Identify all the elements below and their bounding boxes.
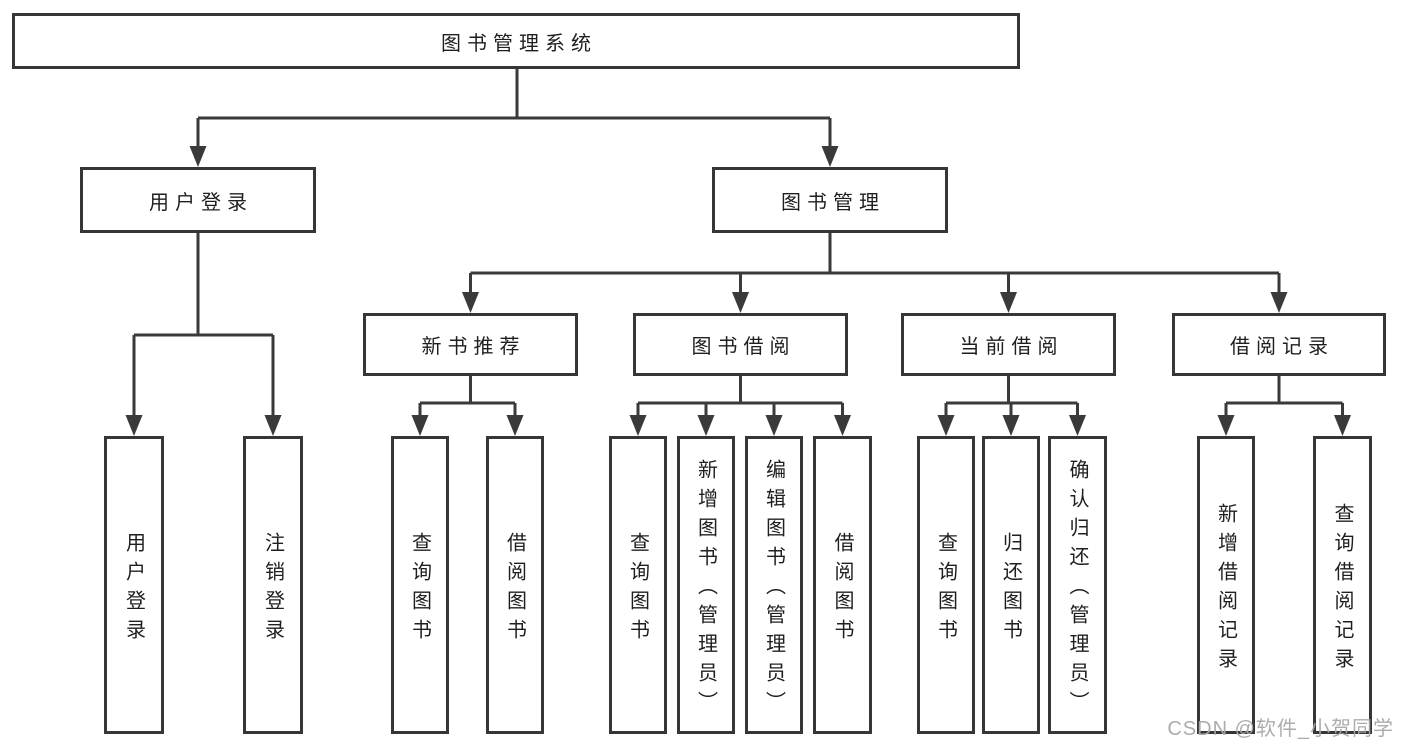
node-br-add-record: 新增借阅记录 [1197, 436, 1255, 734]
node-cb-confirm-return-admin: 确认归还（管理员） [1048, 436, 1107, 734]
node-cb-query-books: 查询图书 [917, 436, 975, 734]
node-cb-return-books: 归还图书 [982, 436, 1040, 734]
node-current-borrowing: 当前借阅 [901, 313, 1116, 376]
csdn-watermark: CSDN @软件_小贺同学 [1167, 718, 1394, 740]
node-bb-borrow-books: 借阅图书 [813, 436, 872, 734]
node-logout: 注销登录 [243, 436, 303, 734]
node-nbr-borrow-books: 借阅图书 [486, 436, 544, 734]
node-book-management: 图书管理 [712, 167, 948, 233]
node-new-book-recommend: 新书推荐 [363, 313, 578, 376]
node-book-borrowing: 图书借阅 [633, 313, 848, 376]
node-bb-add-books-admin: 新增图书（管理员） [677, 436, 735, 734]
node-br-query-record: 查询借阅记录 [1313, 436, 1372, 734]
node-bb-edit-books-admin: 编辑图书（管理员） [745, 436, 803, 734]
node-user-login: 用户登录 [80, 167, 316, 233]
node-user-login-leaf: 用户登录 [104, 436, 164, 734]
node-bb-query-books: 查询图书 [609, 436, 667, 734]
node-borrowing-records: 借阅记录 [1172, 313, 1386, 376]
node-nbr-query-books: 查询图书 [391, 436, 449, 734]
node-library-management-system: 图书管理系统 [12, 13, 1020, 69]
